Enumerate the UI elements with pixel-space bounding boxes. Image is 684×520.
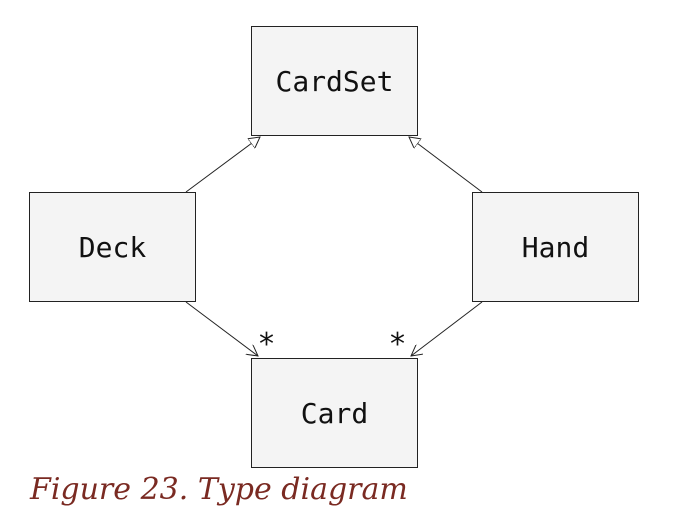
node-deck: Deck: [29, 192, 196, 302]
node-card: Card: [251, 358, 418, 468]
figure-caption: Figure 23. Type diagram: [30, 472, 408, 507]
node-card-label: Card: [300, 396, 369, 430]
edge-deck-card-association: [185, 301, 258, 356]
multiplicity-deck-card: *: [259, 327, 274, 362]
node-hand-label: Hand: [521, 230, 590, 264]
edge-hand-cardset-inheritance: [409, 137, 483, 193]
node-cardset: CardSet: [251, 26, 418, 136]
node-deck-label: Deck: [78, 230, 147, 264]
node-hand: Hand: [472, 192, 639, 302]
edge-hand-card-association: [411, 301, 483, 356]
edge-deck-cardset-inheritance: [185, 137, 260, 193]
multiplicity-hand-card: *: [390, 327, 405, 362]
node-cardset-label: CardSet: [275, 64, 394, 98]
